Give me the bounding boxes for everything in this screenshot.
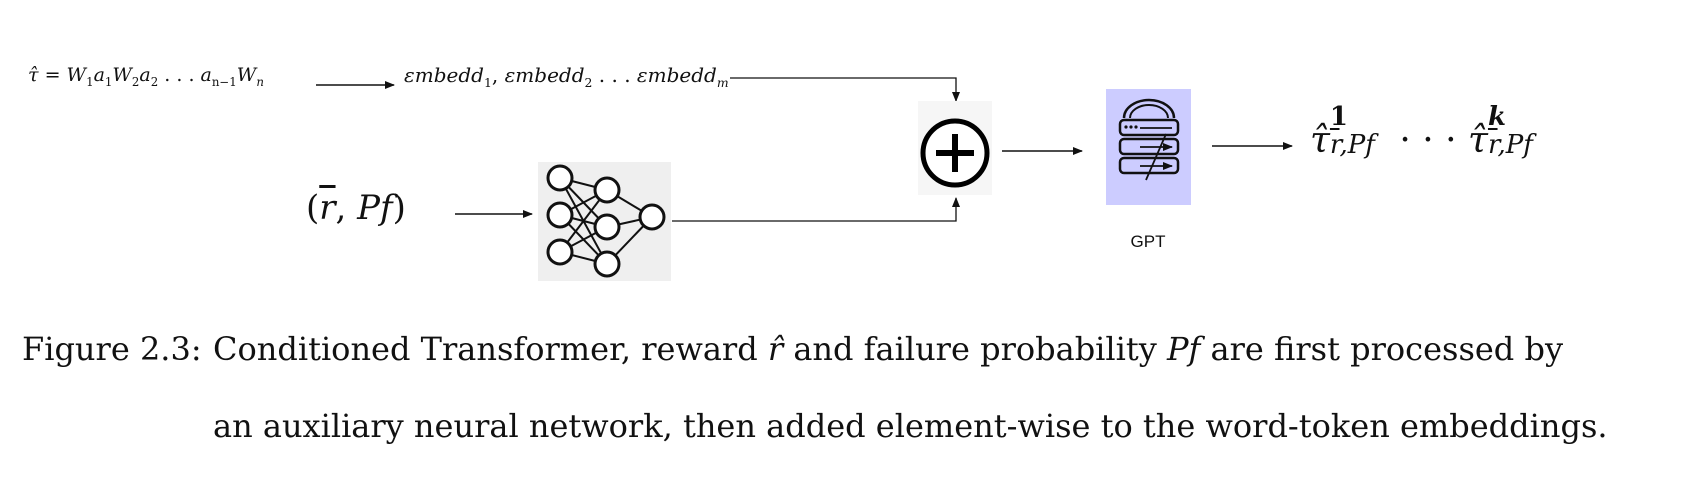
reward-sequence-formula: τ̂ = W1a1W2a2 . . . an−1Wn — [28, 64, 264, 89]
figure-number: Figure 2.3: — [22, 330, 202, 368]
output-sub-last: r,Pf — [1487, 130, 1533, 160]
close-paren: ) — [392, 188, 406, 228]
pf: Pf — [357, 188, 393, 228]
output-tau-first: τ̂ — [1310, 120, 1330, 161]
ellipsis: . . . — [592, 63, 637, 87]
output-sup-first: 1 — [1329, 102, 1349, 132]
open-paren: ( — [306, 188, 320, 228]
output-sup-last: k — [1487, 102, 1506, 132]
arrow-network-to-combine — [672, 197, 960, 222]
server-stack-icon — [1106, 89, 1191, 205]
tau-hat: τ̂ — [28, 64, 39, 86]
output-ellipsis: · · · — [1387, 120, 1469, 161]
embedding-1: εmbedd1 — [404, 63, 492, 90]
gpt-label: GPT — [1130, 232, 1166, 251]
output-tau-last: τ̂ — [1468, 120, 1488, 161]
caption-line-2: an auxiliary neural network, then added … — [213, 407, 1608, 445]
embedding-m: εmbeddm — [636, 63, 729, 90]
embedding-2: εmbedd2 — [504, 63, 593, 90]
caption-line-1: Conditioned Transformer, reward r̂ and f… — [213, 330, 1564, 368]
term-a1: a1 — [93, 64, 113, 89]
condition-input-formula: (r, Pf) — [306, 188, 406, 228]
ellipsis: . . . — [158, 64, 201, 86]
term-a2: a2 — [139, 64, 159, 89]
neural-network-icon — [538, 162, 671, 281]
term-w2: W2 — [112, 64, 140, 89]
circle-plus-icon — [918, 101, 992, 195]
term-an-1: an−1 — [200, 64, 237, 89]
term-w1: W1 — [66, 64, 94, 89]
output-sub-first: r,Pf — [1329, 130, 1375, 160]
separator: , — [491, 63, 505, 87]
term-wn: Wn — [236, 64, 264, 89]
embedding-sequence-formula: εmbedd1, εmbedd2 . . . εmbeddm — [404, 63, 729, 90]
arrow-embeddings-to-combine — [730, 77, 960, 102]
comma: , — [335, 188, 358, 228]
equals-sign: = — [44, 64, 61, 86]
r-bar: r — [319, 188, 336, 228]
